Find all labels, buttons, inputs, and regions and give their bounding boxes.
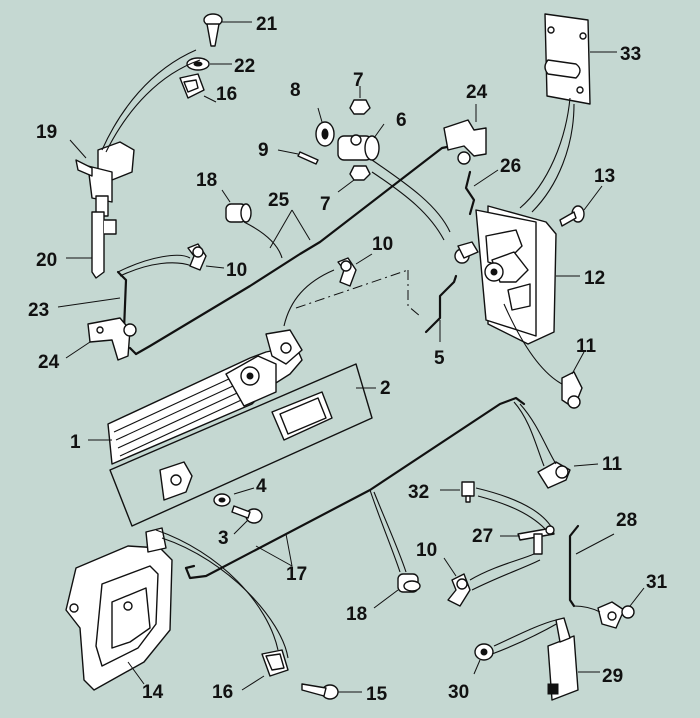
callout-label: 27 (472, 526, 493, 547)
callout-label: 14 (142, 682, 164, 703)
callout-label: 18 (196, 170, 217, 191)
callout-label: 22 (234, 56, 255, 77)
part-2-gasket-frame (109, 363, 376, 527)
callout-label: 7 (320, 194, 331, 215)
callout-label: 6 (396, 110, 407, 131)
callout-label: 26 (500, 156, 521, 177)
callout-label: 21 (256, 14, 278, 35)
part-18-bush-bottom (373, 573, 421, 609)
callout-label: 5 (434, 348, 445, 369)
callout-label: 11 (602, 454, 623, 475)
part-16-clip-top (179, 73, 217, 103)
part-28-rod (568, 524, 615, 608)
callout-label: 24 (466, 82, 488, 103)
callout-label: 16 (216, 84, 237, 105)
callout-label: 19 (36, 122, 57, 143)
callout-label: 11 (576, 336, 597, 357)
part-24-lever-left (65, 317, 137, 361)
part-10-clip-bottom (443, 557, 471, 607)
callout-label: 13 (594, 166, 615, 187)
callout-label: 23 (28, 300, 49, 321)
part-30-grommet (473, 643, 494, 675)
part-10-clip-centre (337, 253, 373, 287)
callout-label: 20 (36, 250, 57, 271)
part-29-switch (547, 617, 600, 701)
callout-label: 3 (218, 528, 229, 549)
callout-label: 10 (372, 234, 393, 255)
part-6-bush (337, 123, 385, 161)
part-11-clip-top (561, 351, 585, 409)
callout-label: 12 (584, 268, 605, 289)
callout-label: 24 (38, 352, 60, 373)
callout-label: 17 (286, 564, 307, 585)
part-1-spring-clip (159, 461, 193, 501)
part-26-rod (464, 169, 499, 216)
part-22-washer (186, 57, 232, 71)
part-20-lock-rod (66, 211, 117, 279)
part-7-nut-bottom (337, 165, 371, 193)
part-3-screw (231, 505, 263, 535)
part-33-lock-plate (544, 13, 617, 105)
part-4-washer (213, 487, 255, 507)
part-5-rod (424, 274, 458, 342)
callout-label: 32 (408, 482, 429, 503)
part-15-screw (301, 683, 362, 700)
callout-label: 16 (212, 682, 233, 703)
part-21-screw (203, 13, 252, 47)
part-8-washer (315, 107, 335, 147)
callout-label: 15 (366, 684, 388, 705)
part-10-clip-left (187, 243, 225, 271)
callout-label: 8 (290, 80, 301, 101)
part-16-clip-bottom (241, 649, 289, 691)
part-24-lever-right (443, 104, 487, 165)
callout-labels: 1 2 3 4 5 6 7 7 8 9 10 10 10 11 11 12 13… (28, 14, 668, 705)
part-23-rod (57, 270, 128, 332)
callout-label: 1 (70, 432, 81, 453)
callout-label: 25 (268, 190, 290, 211)
part-32-bolt (440, 481, 475, 503)
part-12-lock (454, 205, 580, 345)
part-31-clip (597, 587, 645, 629)
part-18-bush-top (221, 189, 252, 223)
part-7-nut-top (349, 86, 371, 115)
part-11-clip-bottom (537, 461, 599, 489)
callout-label: 28 (616, 510, 637, 531)
callout-label: 31 (646, 572, 668, 593)
part-19-lock-button (69, 139, 135, 217)
part-13-screw (559, 185, 603, 227)
callout-label: 29 (602, 666, 623, 687)
callout-label: 10 (416, 540, 437, 561)
callout-label: 30 (448, 682, 469, 703)
part-1-interior-handle (88, 329, 303, 465)
callout-label: 2 (380, 378, 391, 399)
callout-label: 10 (226, 260, 247, 281)
callout-label: 33 (620, 44, 641, 65)
callout-label: 7 (353, 70, 364, 91)
callout-label: 4 (256, 476, 267, 497)
callout-label: 18 (346, 604, 367, 625)
part-14-exterior-handle (65, 527, 173, 691)
part-27-lever (500, 525, 555, 555)
part-9-pin (277, 149, 319, 165)
callout-label: 9 (258, 140, 269, 161)
part-25-rod (128, 144, 454, 356)
